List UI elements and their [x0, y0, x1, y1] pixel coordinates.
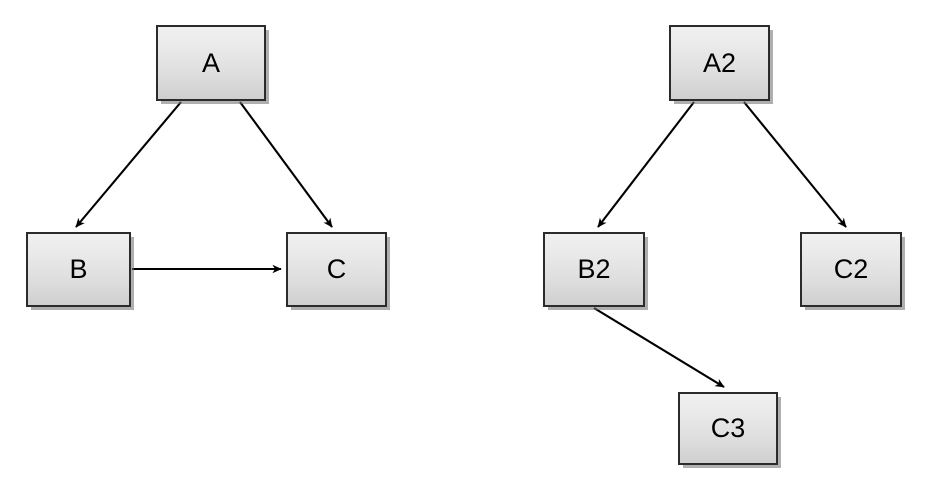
- node-C3-label: C3: [710, 413, 746, 443]
- node-A[interactable]: A: [156, 25, 266, 101]
- node-A-label: A: [201, 47, 220, 78]
- node-C2[interactable]: C2: [800, 232, 902, 307]
- node-C-label: C: [326, 254, 347, 284]
- node-B2-label: B2: [577, 254, 611, 284]
- node-B[interactable]: B: [26, 232, 131, 307]
- edge-A-to-B[interactable]: [75, 101, 182, 228]
- node-C[interactable]: C: [286, 232, 387, 307]
- node-A2-label: A2: [702, 47, 737, 78]
- edge-A2-to-B2[interactable]: [597, 101, 695, 228]
- node-B-label: B: [69, 254, 88, 284]
- node-B2[interactable]: B2: [543, 232, 645, 307]
- node-C3[interactable]: C3: [678, 392, 778, 465]
- edge-B2-to-C3[interactable]: [593, 307, 725, 388]
- edge-A2-to-C2[interactable]: [743, 101, 847, 228]
- edge-A-to-C[interactable]: [239, 101, 333, 228]
- node-A2[interactable]: A2: [669, 25, 770, 101]
- node-C2-label: C2: [833, 254, 869, 284]
